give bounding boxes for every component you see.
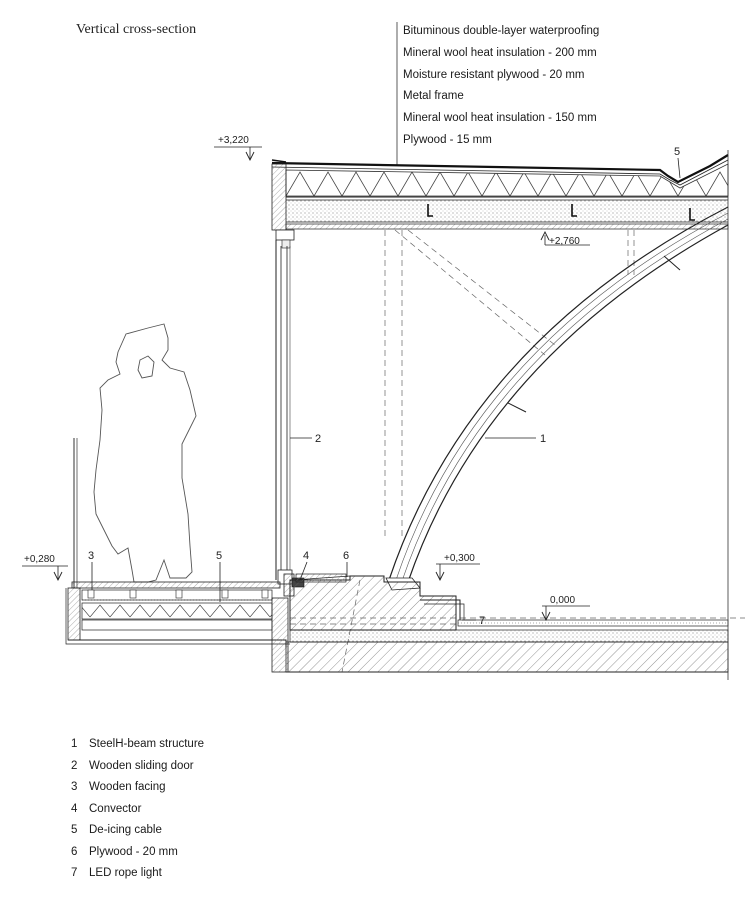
interior-floor-foundation (271, 150, 729, 680)
callout-6: 6 (343, 550, 349, 577)
callout-1: 1 (485, 433, 546, 445)
callout-4: 4 (299, 550, 309, 581)
human-figure-silhouette (93, 323, 197, 583)
terrace-floor (65, 438, 290, 648)
callout-2: 2 (290, 433, 321, 445)
level-marker-ground: 0,000 (541, 595, 590, 622)
layer-label-waterproofing: Bituminous double-layer waterproofing (403, 25, 600, 37)
svg-text:5: 5 (216, 550, 222, 562)
svg-text:3: 3 (88, 550, 94, 562)
layer-label-insulation-150: Mineral wool heat insulation - 150 mm (403, 112, 597, 125)
level-label-terrace: +0,280 (24, 554, 55, 565)
svg-text:2: 2 (315, 433, 321, 445)
svg-text:4: 4 (303, 550, 309, 562)
level-label-ceiling: +2,760 (549, 236, 580, 247)
layer-label-plywood-15: Plywood - 15 mm (403, 133, 492, 146)
svg-text:7: 7 (479, 615, 485, 627)
layer-label-insulation-200: Mineral wool heat insulation - 200 mm (403, 46, 597, 59)
steel-arch-beam (385, 206, 729, 591)
level-marker-inside-floor: +0,300 (435, 553, 480, 582)
roof-assembly (271, 154, 729, 249)
level-marker-roof-top: +3,220 (214, 135, 262, 162)
level-label-ground: 0,000 (550, 595, 575, 606)
callout-5-terrace: 5 (216, 550, 222, 602)
level-marker-ceiling: +2,760 (540, 230, 590, 247)
callout-5-roof: 5 (674, 146, 681, 179)
svg-text:5: 5 (674, 146, 680, 158)
svg-text:1: 1 (540, 433, 546, 445)
callout-7: 7 (462, 615, 485, 627)
level-label-inside-floor: +0,300 (444, 553, 475, 564)
layer-label-metal-frame: Metal frame (403, 90, 464, 103)
layer-label-plywood-20: Moisture resistant plywood - 20 mm (403, 68, 585, 81)
svg-text:6: 6 (343, 550, 349, 562)
roof-layer-list: Bituminous double-layer waterproofing Mi… (403, 21, 599, 152)
callout-3: 3 (88, 550, 94, 590)
level-label-roof-top: +3,220 (218, 135, 249, 146)
diagram-title: Vertical cross-section (76, 22, 197, 37)
level-marker-terrace: +0,280 (22, 554, 68, 582)
sliding-door (275, 240, 305, 597)
